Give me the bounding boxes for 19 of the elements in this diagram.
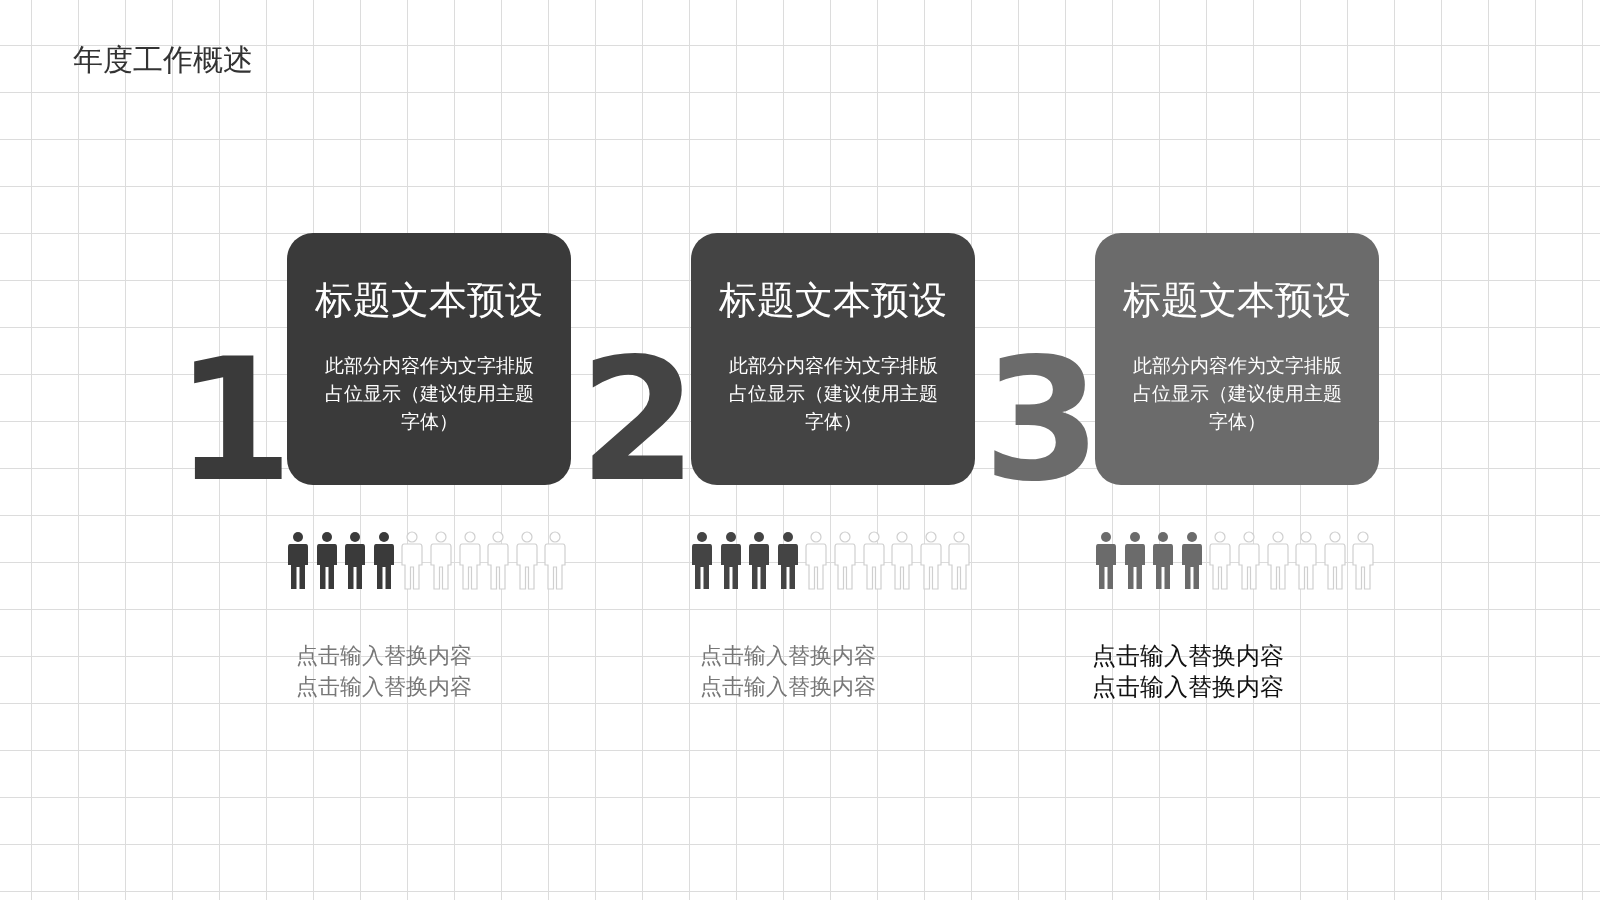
card-heading: 标题文本预设 [718,278,948,323]
slide-title: 年度工作概述 [73,42,253,78]
placeholder-text: 点击输入替换内容 [296,673,472,701]
placeholder-text: 点击输入替换内容 [296,642,472,670]
card-text: 此部分内容作为文字排版占位显示（建议使用主题字体） [1131,354,1343,434]
placeholder-text: 点击输入替换内容 [1092,673,1284,702]
placeholder-text: 点击输入替换内容 [700,642,876,670]
card-heading: 标题文本预设 [1122,278,1352,323]
step-card [691,233,975,485]
step-number: 3 [983,335,1102,505]
card-text: 此部分内容作为文字排版占位显示（建议使用主题字体） [323,354,535,434]
card-text: 此部分内容作为文字排版占位显示（建议使用主题字体） [727,354,939,434]
card-heading: 标题文本预设 [314,278,544,323]
step-number: 2 [579,335,698,505]
placeholder-text: 点击输入替换内容 [700,673,876,701]
step-card [1095,233,1379,485]
step-number: 1 [175,335,294,505]
placeholder-text: 点击输入替换内容 [1092,642,1284,671]
step-card [287,233,571,485]
